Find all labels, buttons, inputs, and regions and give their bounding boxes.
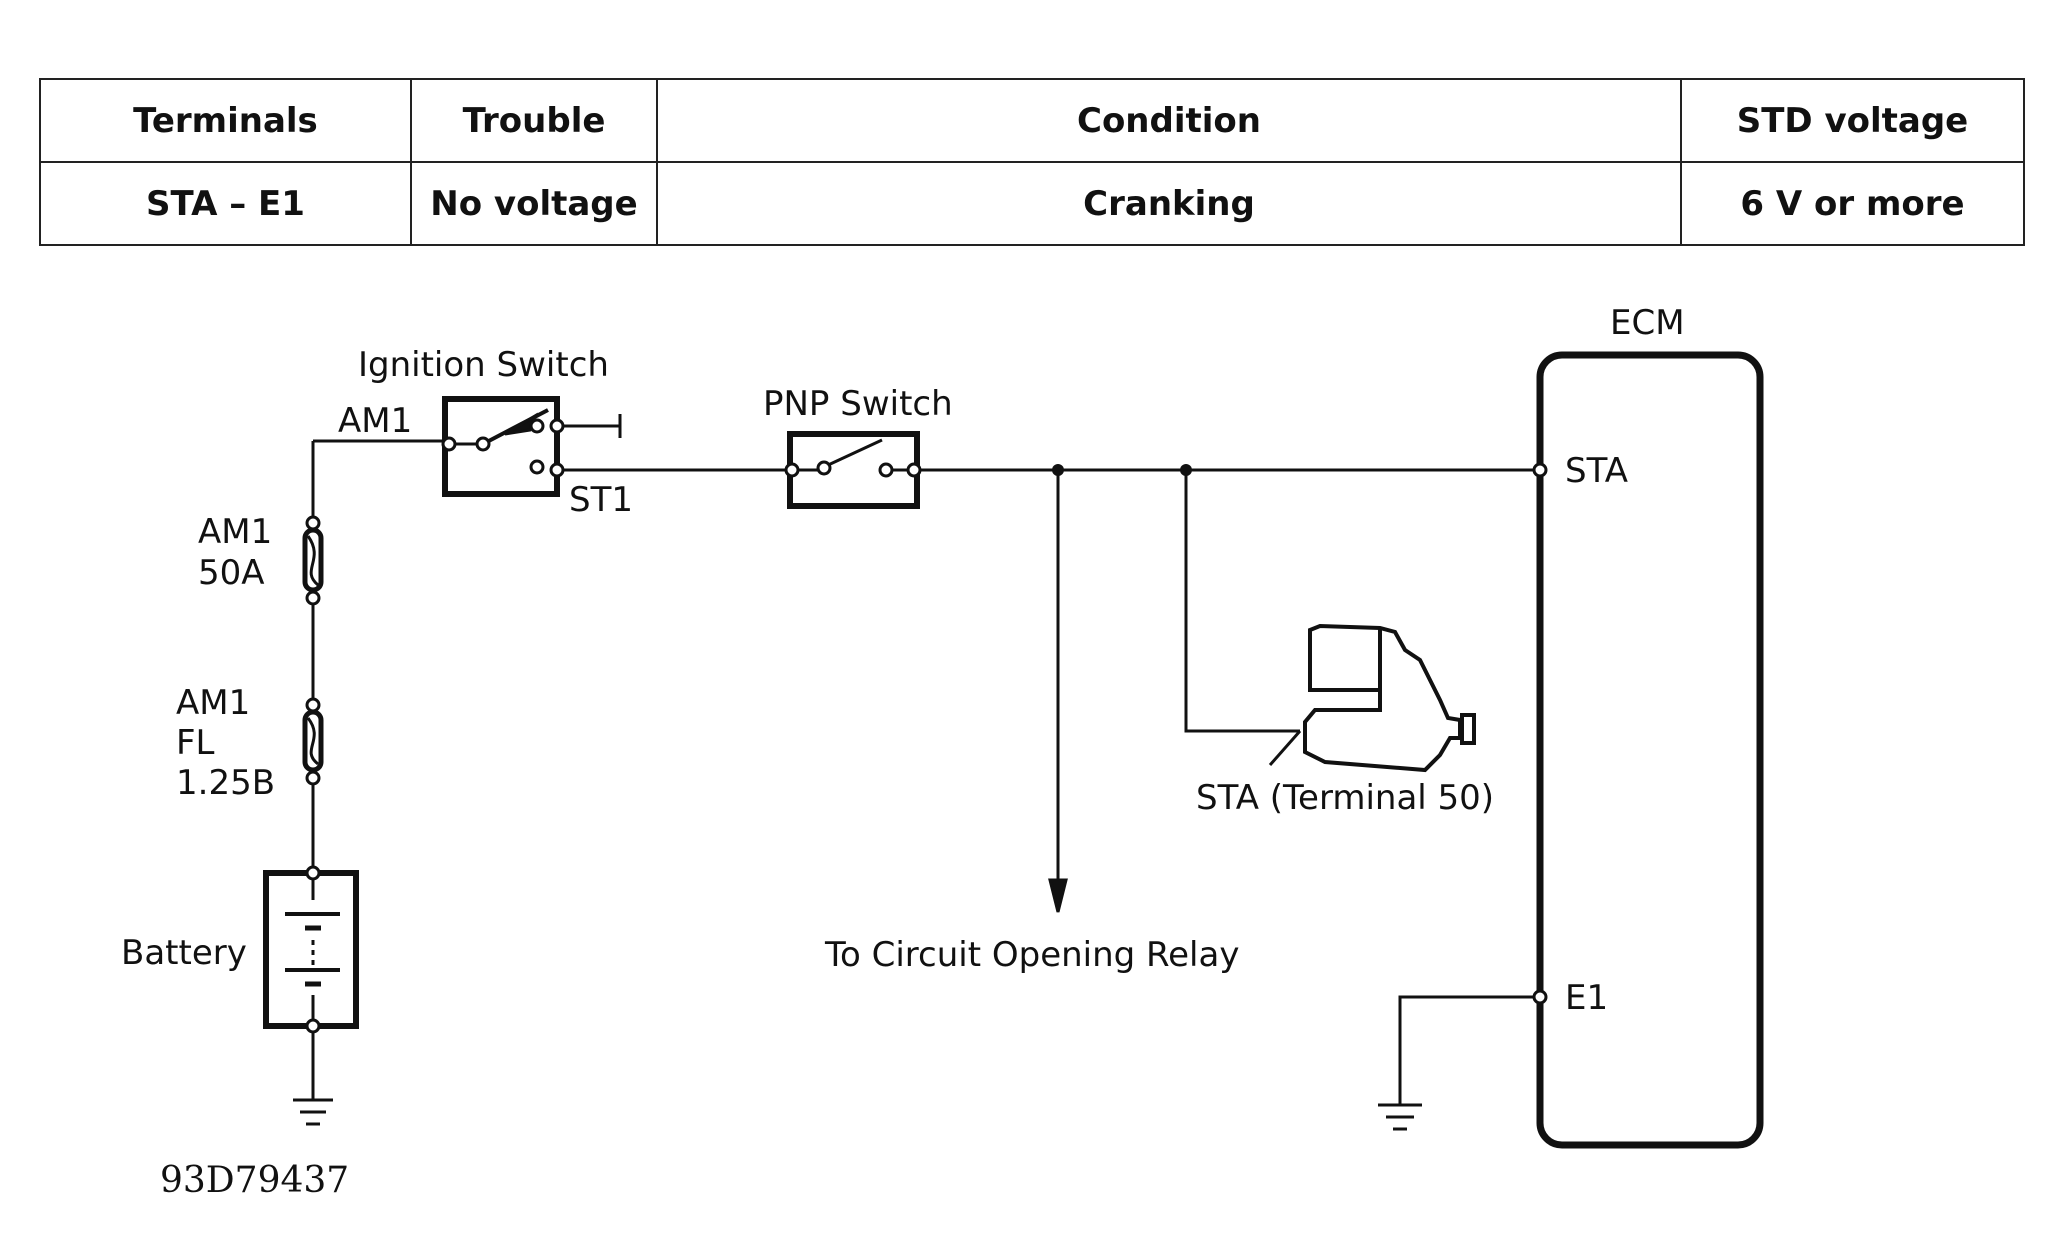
label-fl-line2: FL	[176, 723, 215, 763]
label-st1-terminal: ST1	[569, 480, 633, 520]
label-sta-terminal: STA	[1565, 451, 1628, 491]
cell-terminals: STA – E1	[39, 161, 412, 246]
ground-symbol-ecm	[1378, 995, 1540, 1131]
header-trouble: Trouble	[410, 78, 658, 163]
cell-condition: Cranking	[656, 161, 1682, 246]
ground-symbol-battery	[293, 1032, 333, 1126]
fusible-link-am1	[302, 709, 324, 773]
header-std-voltage: STD voltage	[1680, 78, 2025, 163]
label-ecm: ECM	[1610, 303, 1685, 343]
spec-table: Terminals Trouble Condition STD voltage …	[39, 78, 2025, 246]
label-ignition-switch: Ignition Switch	[358, 345, 609, 385]
label-relay-arrow: To Circuit Opening Relay	[824, 935, 1239, 975]
ecm-box	[1536, 351, 1764, 1149]
figure-code: 93D79437	[160, 1160, 349, 1201]
header-condition: Condition	[656, 78, 1682, 163]
table-row: STA – E1 No voltage Cranking 6 V or more	[39, 161, 2025, 246]
starter-motor-icon	[1303, 623, 1476, 773]
label-e1-terminal: E1	[1565, 978, 1608, 1018]
label-fl-line3: 1.25B	[176, 763, 275, 803]
label-fuse-am1-line2: 50A	[198, 553, 265, 593]
header-terminals: Terminals	[39, 78, 412, 163]
label-am1-terminal: AM1	[338, 401, 412, 441]
fuse-am1-50a	[302, 527, 324, 593]
label-fuse-am1-line1: AM1	[198, 512, 272, 552]
label-starter: STA (Terminal 50)	[1196, 778, 1494, 818]
table-header-row: Terminals Trouble Condition STD voltage	[39, 78, 2025, 163]
label-pnp-switch: PNP Switch	[763, 384, 953, 424]
label-fl-line1: AM1	[176, 683, 250, 723]
cell-std-voltage: 6 V or more	[1680, 161, 2025, 246]
cell-trouble: No voltage	[410, 161, 658, 246]
pnp-switch-symbol	[787, 431, 920, 509]
label-battery: Battery	[121, 933, 247, 973]
battery-symbol	[263, 870, 359, 1029]
